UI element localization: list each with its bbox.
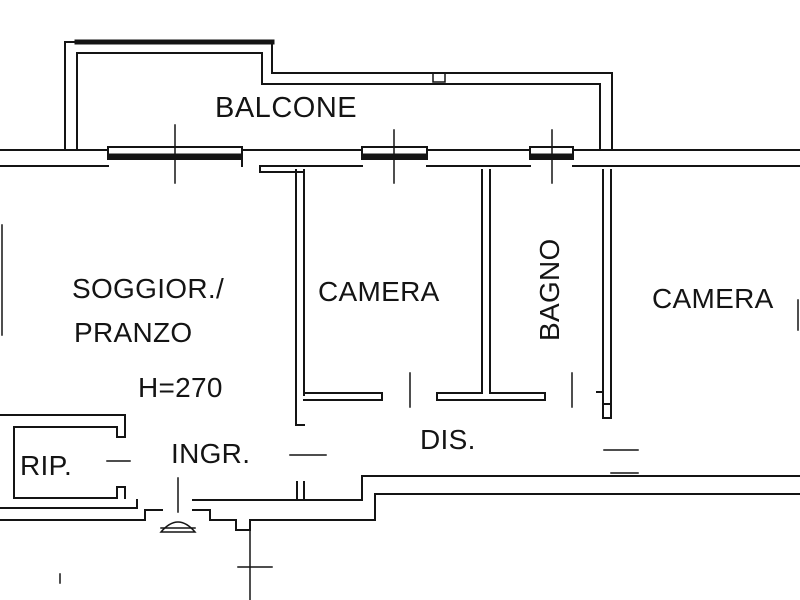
soggiorno-label-line1: SOGGIOR./ [72, 273, 225, 304]
disimpegno-label: DIS. [420, 424, 476, 455]
camera-2-label: CAMERA [652, 283, 774, 314]
balcone-label: BALCONE [215, 92, 358, 124]
balcony-outline [64, 39, 613, 151]
ripostiglio-walls [0, 414, 126, 499]
height-label: H=270 [138, 372, 223, 403]
wall-jog [259, 165, 303, 173]
ripostiglio-label: RIP. [20, 450, 73, 481]
soggiorno-label-line2: PRANZO [74, 317, 193, 348]
interior-walls [295, 169, 612, 426]
camera-1-label: CAMERA [318, 276, 440, 307]
entrance-symbol [159, 477, 197, 533]
ingresso-label: INGR. [171, 438, 251, 469]
south-wall [0, 475, 800, 531]
window-camera [361, 129, 428, 184]
door-marks [106, 372, 639, 474]
bagno-label: BAGNO [534, 238, 565, 341]
north-wall [0, 149, 800, 167]
window-bagno [529, 129, 574, 184]
window-soggiorno [107, 124, 243, 184]
stair-marks [59, 529, 273, 600]
